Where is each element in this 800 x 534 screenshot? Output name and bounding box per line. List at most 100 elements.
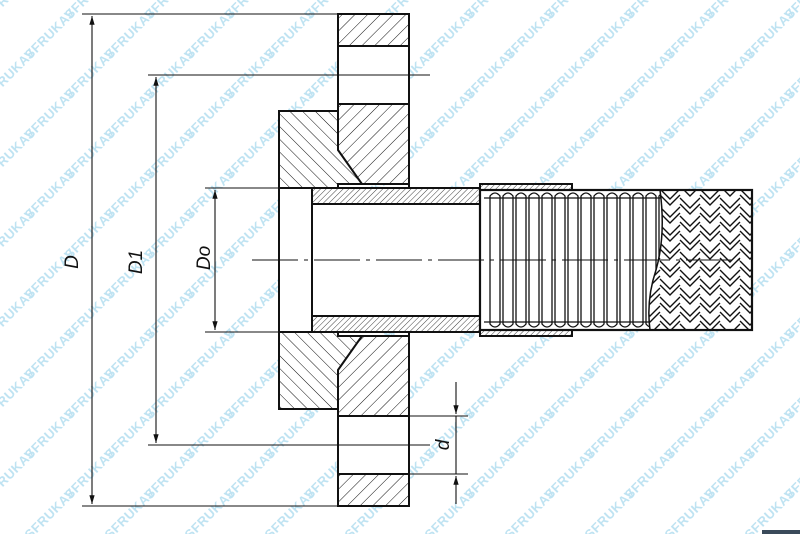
braid-strand: [739, 190, 752, 200]
braid-strand: [679, 275, 701, 287]
corrugation-ridge: [515, 192, 527, 328]
braid-strand: [739, 260, 752, 272]
braid-strand: [739, 320, 752, 330]
braid-strand: [679, 257, 701, 269]
braid-strand: [760, 234, 780, 244]
braid-strand: [719, 239, 741, 251]
braid-strand: [679, 190, 701, 197]
braid-strand: [719, 329, 741, 330]
label-D1: D1: [126, 250, 147, 274]
braid-strand: [699, 206, 721, 218]
braid-strand: [659, 278, 681, 290]
braid-strand: [699, 296, 721, 308]
braid-strand: [719, 287, 741, 299]
braid-strand: [648, 305, 661, 317]
braid-strand: [699, 242, 721, 254]
watermark-text: SFRUKAV: [742, 485, 799, 534]
corrugation-ridge: [567, 192, 579, 328]
watermark-text: SFRUKAV: [0, 365, 38, 422]
braid-strand: [659, 260, 681, 272]
watermark-text: SFRUKAV: [262, 485, 319, 534]
braid-strand: [760, 312, 780, 322]
watermark-text: SFRUKAV: [582, 485, 639, 534]
braid-strand: [659, 242, 681, 254]
braid-strand: [739, 230, 752, 242]
braid-strand: [719, 323, 741, 330]
watermark-text: SFRUKAV: [0, 205, 38, 262]
corrugation-ridge: [593, 192, 605, 328]
watermark-text: SFRUKAV: [502, 485, 559, 534]
braid-strand: [659, 296, 681, 308]
braid-strand: [719, 269, 741, 281]
braid-strand: [699, 302, 721, 314]
label-D: D: [62, 255, 83, 269]
watermark-text: SFRUKAV: [22, 485, 79, 534]
braid-strand: [648, 293, 661, 305]
braid-strand: [679, 287, 701, 299]
watermark-text: SFRUKAV: [422, 485, 479, 534]
watermark-text: SFRUKAV: [782, 0, 800, 22]
braid-strand: [760, 306, 780, 316]
braid-strand: [739, 248, 752, 260]
braid-strand: [699, 230, 721, 242]
corrugation-ridge: [528, 192, 540, 328]
braid-strand: [699, 278, 721, 290]
braid-strand: [719, 293, 741, 305]
braid-strand: [679, 215, 701, 227]
dimension-lines: [89, 16, 459, 504]
watermark-text: SFRUKAV: [0, 0, 38, 22]
braid-strand: [659, 302, 681, 314]
braid-strand: [740, 339, 760, 349]
braid-strand: [699, 284, 721, 296]
braid-strand: [699, 248, 721, 260]
watermark-text: SFRUKAV: [0, 125, 38, 182]
corrugation-ridge: [554, 192, 566, 328]
braid-strand: [699, 320, 721, 330]
braid-strand: [679, 197, 701, 209]
braid-strand: [739, 242, 752, 254]
watermark-text: SFRUKAV: [0, 285, 38, 342]
braid-strand: [719, 197, 741, 209]
braid-strand: [719, 233, 741, 245]
braid-strand: [719, 305, 741, 317]
braid-strand: [679, 305, 701, 317]
watermark-text: SFRUKAV: [0, 445, 38, 502]
braid-strand: [648, 323, 661, 330]
braid-strand: [699, 266, 721, 278]
braid-strand: [719, 221, 741, 233]
braid-strand: [699, 224, 721, 236]
braid-strand: [679, 203, 701, 215]
braid-strand: [739, 194, 752, 206]
braid-strand: [739, 224, 752, 236]
label-d: d: [433, 438, 454, 450]
braid-strand: [719, 215, 741, 227]
watermark-text: SFRUKAV: [182, 485, 239, 534]
extension-lines: [82, 13, 468, 507]
braid-strand: [679, 221, 701, 233]
corrugation-ridge: [489, 192, 501, 328]
corrugation-ridge: [541, 192, 553, 328]
braid-strand: [659, 284, 681, 296]
braid-strand: [760, 222, 780, 232]
braid-strand: [719, 190, 741, 191]
braid-strand: [660, 339, 680, 349]
watermark-text: SFRUKAV: [0, 45, 38, 102]
braid-strand: [699, 260, 721, 272]
braid-strand: [739, 284, 752, 296]
braid-strand: [699, 314, 721, 326]
braid-strand: [719, 257, 741, 269]
braid-strand: [719, 311, 741, 323]
braid-strand: [699, 212, 721, 224]
corrugation-ridge: [632, 192, 644, 328]
braid-strand: [739, 302, 752, 314]
braid-strand: [659, 314, 681, 326]
braid-strand: [648, 329, 661, 330]
braid-strand: [760, 294, 780, 304]
braid-strand: [648, 190, 661, 191]
corrugation-ridge: [502, 192, 514, 328]
braid-strand: [739, 212, 752, 224]
braid-strand: [739, 314, 752, 326]
braid-strand: [659, 266, 681, 278]
corrugation-ridge: [619, 192, 631, 328]
